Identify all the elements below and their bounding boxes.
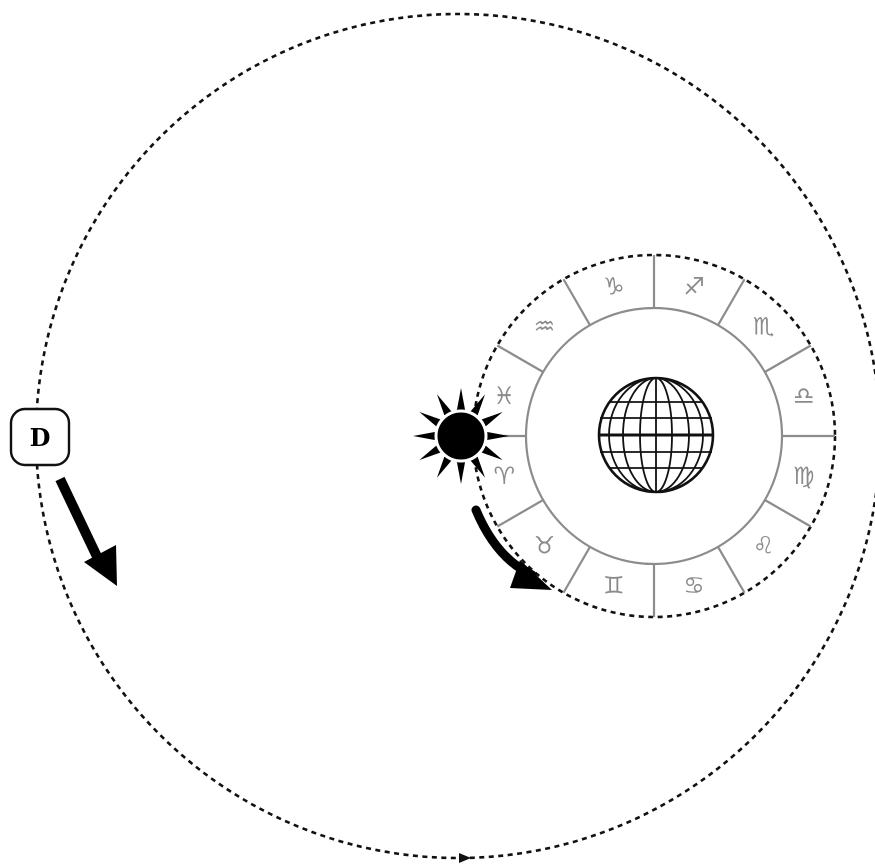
pisces-icon: ♓ [494, 382, 516, 410]
zodiac-signs: ♈ ♉ ♊ ♋ ♌ ♍ ♎ ♏ ♐ ♑ ♒ ♓ [494, 272, 815, 599]
zodiac-divider [562, 546, 591, 594]
deferent-label-badge: D [9, 407, 71, 467]
sun-ray [437, 456, 452, 478]
sun-ray [413, 431, 436, 441]
deferent-direction-arrow-icon [459, 853, 471, 863]
cancer-icon: ♋ [683, 572, 705, 600]
scorpio-icon: ♏ [753, 312, 775, 340]
sun-ray [419, 412, 441, 427]
libra-icon: ♎ [793, 382, 815, 410]
zodiac-ring: ♈ ♉ ♊ ♋ ♌ ♍ ♎ ♏ ♐ ♑ ♒ ♓ [471, 253, 837, 619]
zodiac-divider [496, 499, 544, 528]
sun-ray [470, 456, 485, 478]
sun-ray [437, 394, 452, 416]
sun-icon [413, 388, 509, 484]
leo-icon: ♌ [753, 532, 775, 560]
sun-motion-arrow-icon [471, 505, 552, 590]
taurus-icon: ♉ [534, 532, 556, 560]
zodiac-divider [764, 499, 812, 528]
sun-ray [481, 412, 503, 427]
zodiac-divider [717, 278, 746, 326]
earth-globe-icon [597, 376, 715, 494]
zodiac-divider [764, 344, 812, 373]
sagittarius-icon: ♐ [683, 272, 705, 300]
deferent-label: D [30, 423, 51, 452]
gemini-icon: ♊ [603, 572, 625, 600]
sun-ray [486, 431, 509, 441]
deferent-motion-arrow-icon [55, 476, 117, 586]
zodiac-dividers [473, 255, 835, 617]
zodiac-divider [496, 344, 544, 373]
aries-icon: ♈ [494, 462, 516, 490]
sun-ray [419, 445, 441, 460]
zodiac-divider [717, 546, 746, 594]
sun-ray [470, 394, 485, 416]
virgo-icon: ♍ [793, 462, 815, 490]
sun-ray [456, 388, 466, 411]
zodiac-divider [562, 278, 591, 326]
sun-ray [481, 445, 503, 460]
aquarius-icon: ♒ [534, 312, 556, 340]
capricorn-icon: ♑ [603, 272, 625, 300]
sun-ray [456, 461, 466, 484]
